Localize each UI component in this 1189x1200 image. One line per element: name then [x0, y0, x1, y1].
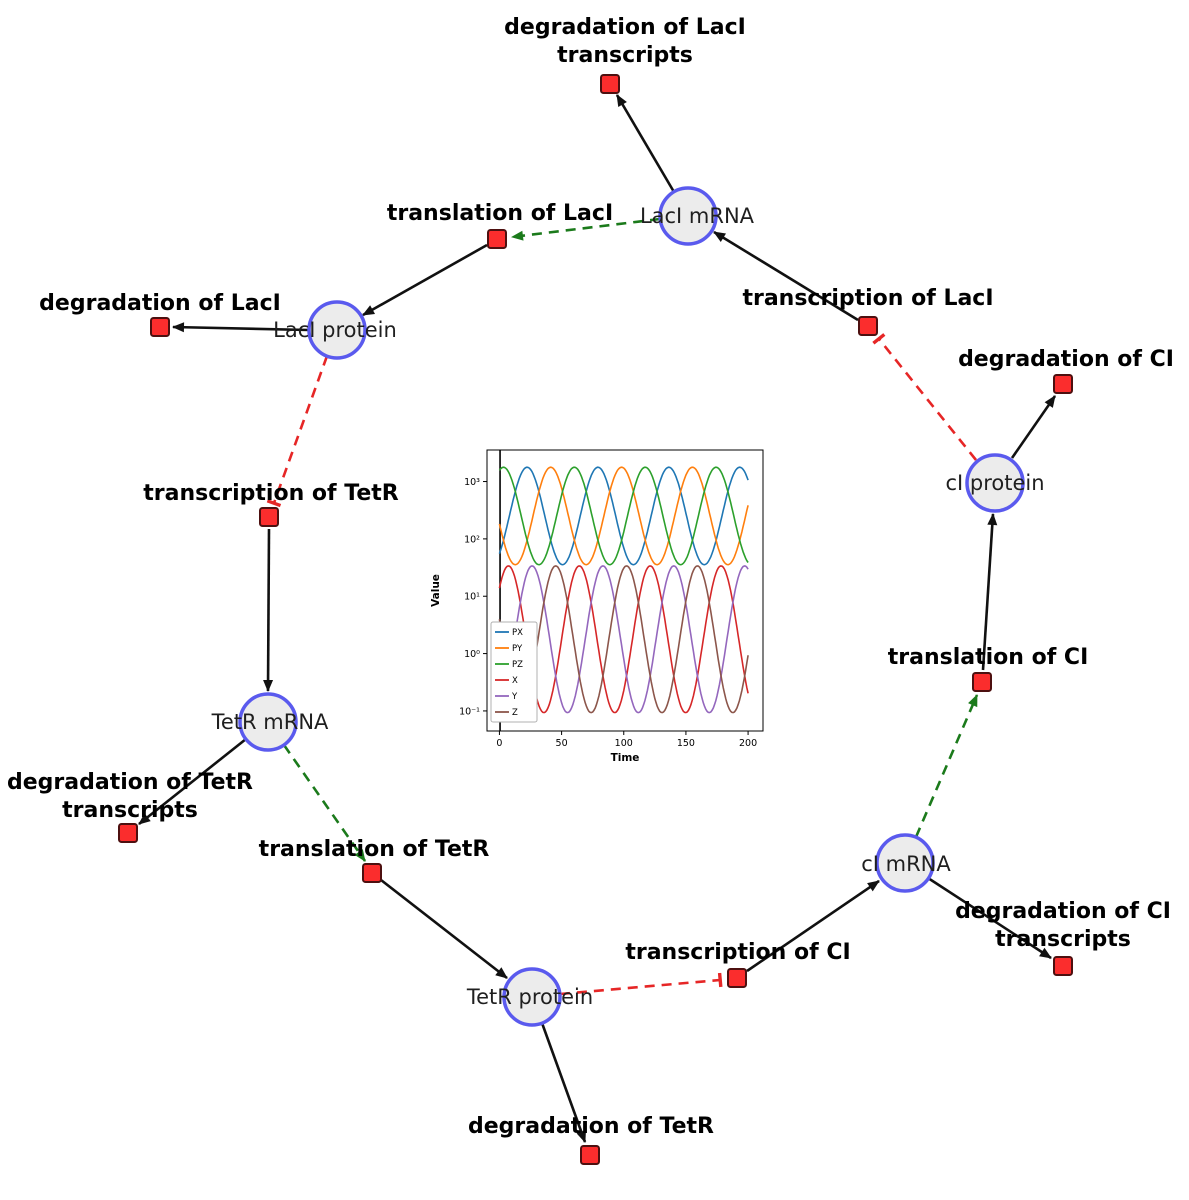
edge-transcription-of-laci-to-laci-mrna — [713, 230, 859, 322]
label-ci-mrna: cI mRNA — [861, 852, 951, 876]
x-tick-label: 50 — [556, 738, 568, 749]
legend-frame — [490, 621, 538, 723]
node-transcription-of-tetr — [259, 507, 279, 527]
node-translation-of-laci — [487, 229, 507, 249]
label-translation-of-tetr: translation of TetR — [259, 837, 490, 862]
legend: PX PY PZ XYZ — [490, 621, 538, 723]
legend-label-PZ: PZ — [512, 660, 523, 670]
node-degradation-of-ci — [1053, 374, 1073, 394]
node-transcription-of-ci — [727, 968, 747, 988]
x-tick-label: 100 — [615, 738, 633, 749]
node-degradation-of-tetr-transcripts — [118, 823, 138, 843]
legend-label-Y: Y — [511, 692, 518, 702]
node-laci-mrna — [658, 186, 718, 246]
edge-transcription-of-tetr-to-tetr-mrna — [263, 528, 274, 692]
node-ci-mrna — [875, 833, 935, 893]
label-ci-protein: cI protein — [945, 471, 1044, 495]
y-axis-label: Value — [430, 574, 442, 607]
label-degradation-of-ci: degradation of CI — [958, 347, 1174, 372]
species-labels: LacI mRNA LacI protein cI protein TetR m… — [211, 204, 1045, 1009]
y-tick-label: 10¹ — [464, 592, 480, 603]
edges — [138, 94, 1057, 1143]
legend-label-X: X — [512, 676, 518, 686]
node-degradation-of-laci-transcripts — [600, 74, 620, 94]
label-tetr-protein: TetR protein — [466, 985, 593, 1009]
label-degradation-of-ci-transcripts-2: transcripts — [995, 927, 1131, 952]
edge-ci-mrna-to-degradation-of-ci-transcripts — [927, 876, 1052, 960]
node-laci-protein — [307, 300, 367, 360]
node-translation-of-ci — [972, 672, 992, 692]
x-tick-label: 150 — [677, 738, 695, 749]
label-transcription-of-laci: transcription of LacI — [742, 286, 993, 311]
label-tetr-mrna: TetR mRNA — [211, 710, 329, 734]
label-transcription-of-tetr: transcription of TetR — [143, 481, 399, 506]
chart-frame — [486, 449, 764, 732]
legend-label-PX: PX — [512, 628, 523, 638]
edge-transcription-of-ci-to-ci-mrna — [746, 879, 880, 973]
edge-ci-mrna-to-translation-of-ci — [914, 694, 979, 838]
y-tick-label: 10⁰ — [464, 649, 480, 660]
label-translation-of-laci: translation of LacI — [387, 201, 613, 226]
label-degradation-of-ci-transcripts-1: degradation of CI — [955, 899, 1171, 924]
label-degradation-of-tetr-transcripts-1: degradation of TetR — [7, 770, 253, 795]
edge-tetr-protein-inhibits-transcription-of-ci — [559, 972, 723, 996]
node-transcription-of-laci — [858, 316, 878, 336]
edge-ci-protein-inhibits-transcription-of-laci — [872, 333, 978, 461]
node-ci-protein — [965, 453, 1025, 513]
label-degradation-of-laci: degradation of LacI — [39, 291, 281, 316]
label-transcription-of-ci: transcription of CI — [625, 940, 850, 965]
reaction-nodes — [118, 74, 1073, 1165]
series-line-Z — [498, 565, 749, 714]
node-translation-of-tetr — [362, 863, 382, 883]
series-line-PZ — [498, 466, 749, 566]
label-degradation-of-laci-transcripts-1: degradation of LacI — [504, 15, 746, 40]
node-degradation-of-tetr — [580, 1145, 600, 1165]
label-degradation-of-tetr: degradation of TetR — [468, 1114, 714, 1139]
y-tick-label: 10² — [464, 534, 480, 545]
series-line-PY — [498, 466, 749, 566]
series-line-PX — [498, 466, 749, 566]
edge-tetr-protein-to-degradation-of-tetr — [540, 1022, 587, 1143]
edge-laci-protein-to-degradation-of-laci — [172, 322, 310, 333]
node-tetr-protein — [502, 967, 562, 1027]
edge-tetr-mrna-to-degradation-of-tetr-transcripts — [138, 737, 247, 826]
node-degradation-of-ci-transcripts — [1053, 956, 1073, 976]
reaction-labels: degradation of LacI transcripts translat… — [7, 15, 1174, 1139]
edge-laci-mrna-to-degradation-of-laci-transcripts — [615, 94, 676, 193]
series-line-X — [498, 565, 749, 714]
edge-translation-of-laci-to-laci-protein — [362, 243, 488, 317]
legend-label-PY: PY — [512, 644, 523, 654]
edge-laci-mrna-to-translation-of-laci — [511, 217, 661, 241]
label-degradation-of-tetr-transcripts-2: transcripts — [62, 798, 198, 823]
edge-tetr-mrna-to-translation-of-tetr — [282, 744, 367, 862]
label-laci-mrna: LacI mRNA — [640, 204, 755, 228]
node-tetr-mrna — [238, 692, 298, 752]
edge-laci-protein-inhibits-transcription-of-tetr — [266, 355, 329, 508]
edge-ci-protein-to-degradation-of-ci — [1010, 395, 1057, 459]
x-axis-label: Time — [611, 752, 640, 762]
x-tick-label: 0 — [496, 738, 502, 749]
label-laci-protein: LacI protein — [273, 318, 397, 342]
x-tick-label: 200 — [739, 738, 757, 749]
species-nodes — [238, 186, 1025, 1027]
edge-translation-of-tetr-to-tetr-protein — [380, 878, 508, 980]
label-degradation-of-laci-transcripts-2: transcripts — [557, 43, 693, 68]
label-translation-of-ci: translation of CI — [888, 645, 1089, 670]
series-line-Y — [498, 565, 749, 714]
node-degradation-of-laci — [150, 317, 170, 337]
edge-translation-of-ci-to-ci-protein — [981, 513, 998, 671]
y-tick-label: 10⁻¹ — [459, 706, 480, 717]
legend-label-Z: Z — [512, 708, 518, 718]
y-tick-label: 10³ — [464, 477, 480, 488]
